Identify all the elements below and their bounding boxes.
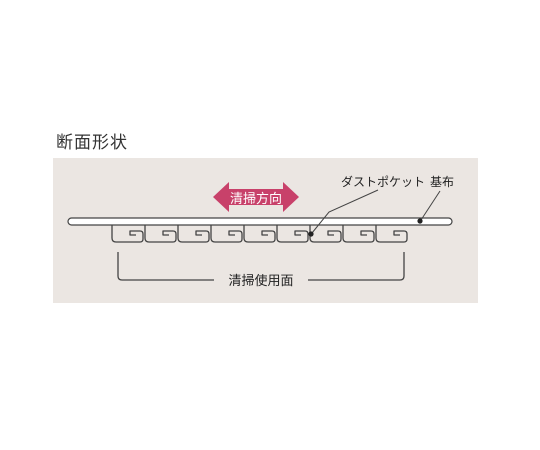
pile-loop bbox=[309, 225, 342, 243]
base-cloth-leader bbox=[420, 190, 441, 221]
cleaning-direction-arrow: 清掃方向 bbox=[213, 182, 299, 212]
dust-pocket-label: ダストポケット bbox=[341, 174, 425, 189]
pile-loop bbox=[276, 225, 309, 243]
cleaning-surface-label: 清掃使用面 bbox=[228, 273, 293, 289]
pile-loop bbox=[144, 225, 177, 243]
section-title: 断面形状 bbox=[56, 133, 128, 153]
base-cloth-label: 基布 bbox=[430, 175, 454, 189]
dust-pocket-leader bbox=[311, 189, 379, 234]
direction-label: 清掃方向 bbox=[230, 191, 282, 207]
base-cloth-marker bbox=[417, 218, 423, 224]
dust-pocket-marker bbox=[308, 231, 314, 237]
base-cloth bbox=[67, 217, 453, 226]
pile-loop bbox=[375, 225, 408, 243]
pile-loop bbox=[177, 225, 210, 243]
pile-loop bbox=[111, 225, 144, 243]
pile-loop bbox=[210, 225, 243, 243]
pile-loops bbox=[111, 225, 408, 243]
pile-loop bbox=[243, 225, 276, 243]
label-backdrop bbox=[214, 271, 308, 289]
pile-loop bbox=[342, 225, 375, 243]
